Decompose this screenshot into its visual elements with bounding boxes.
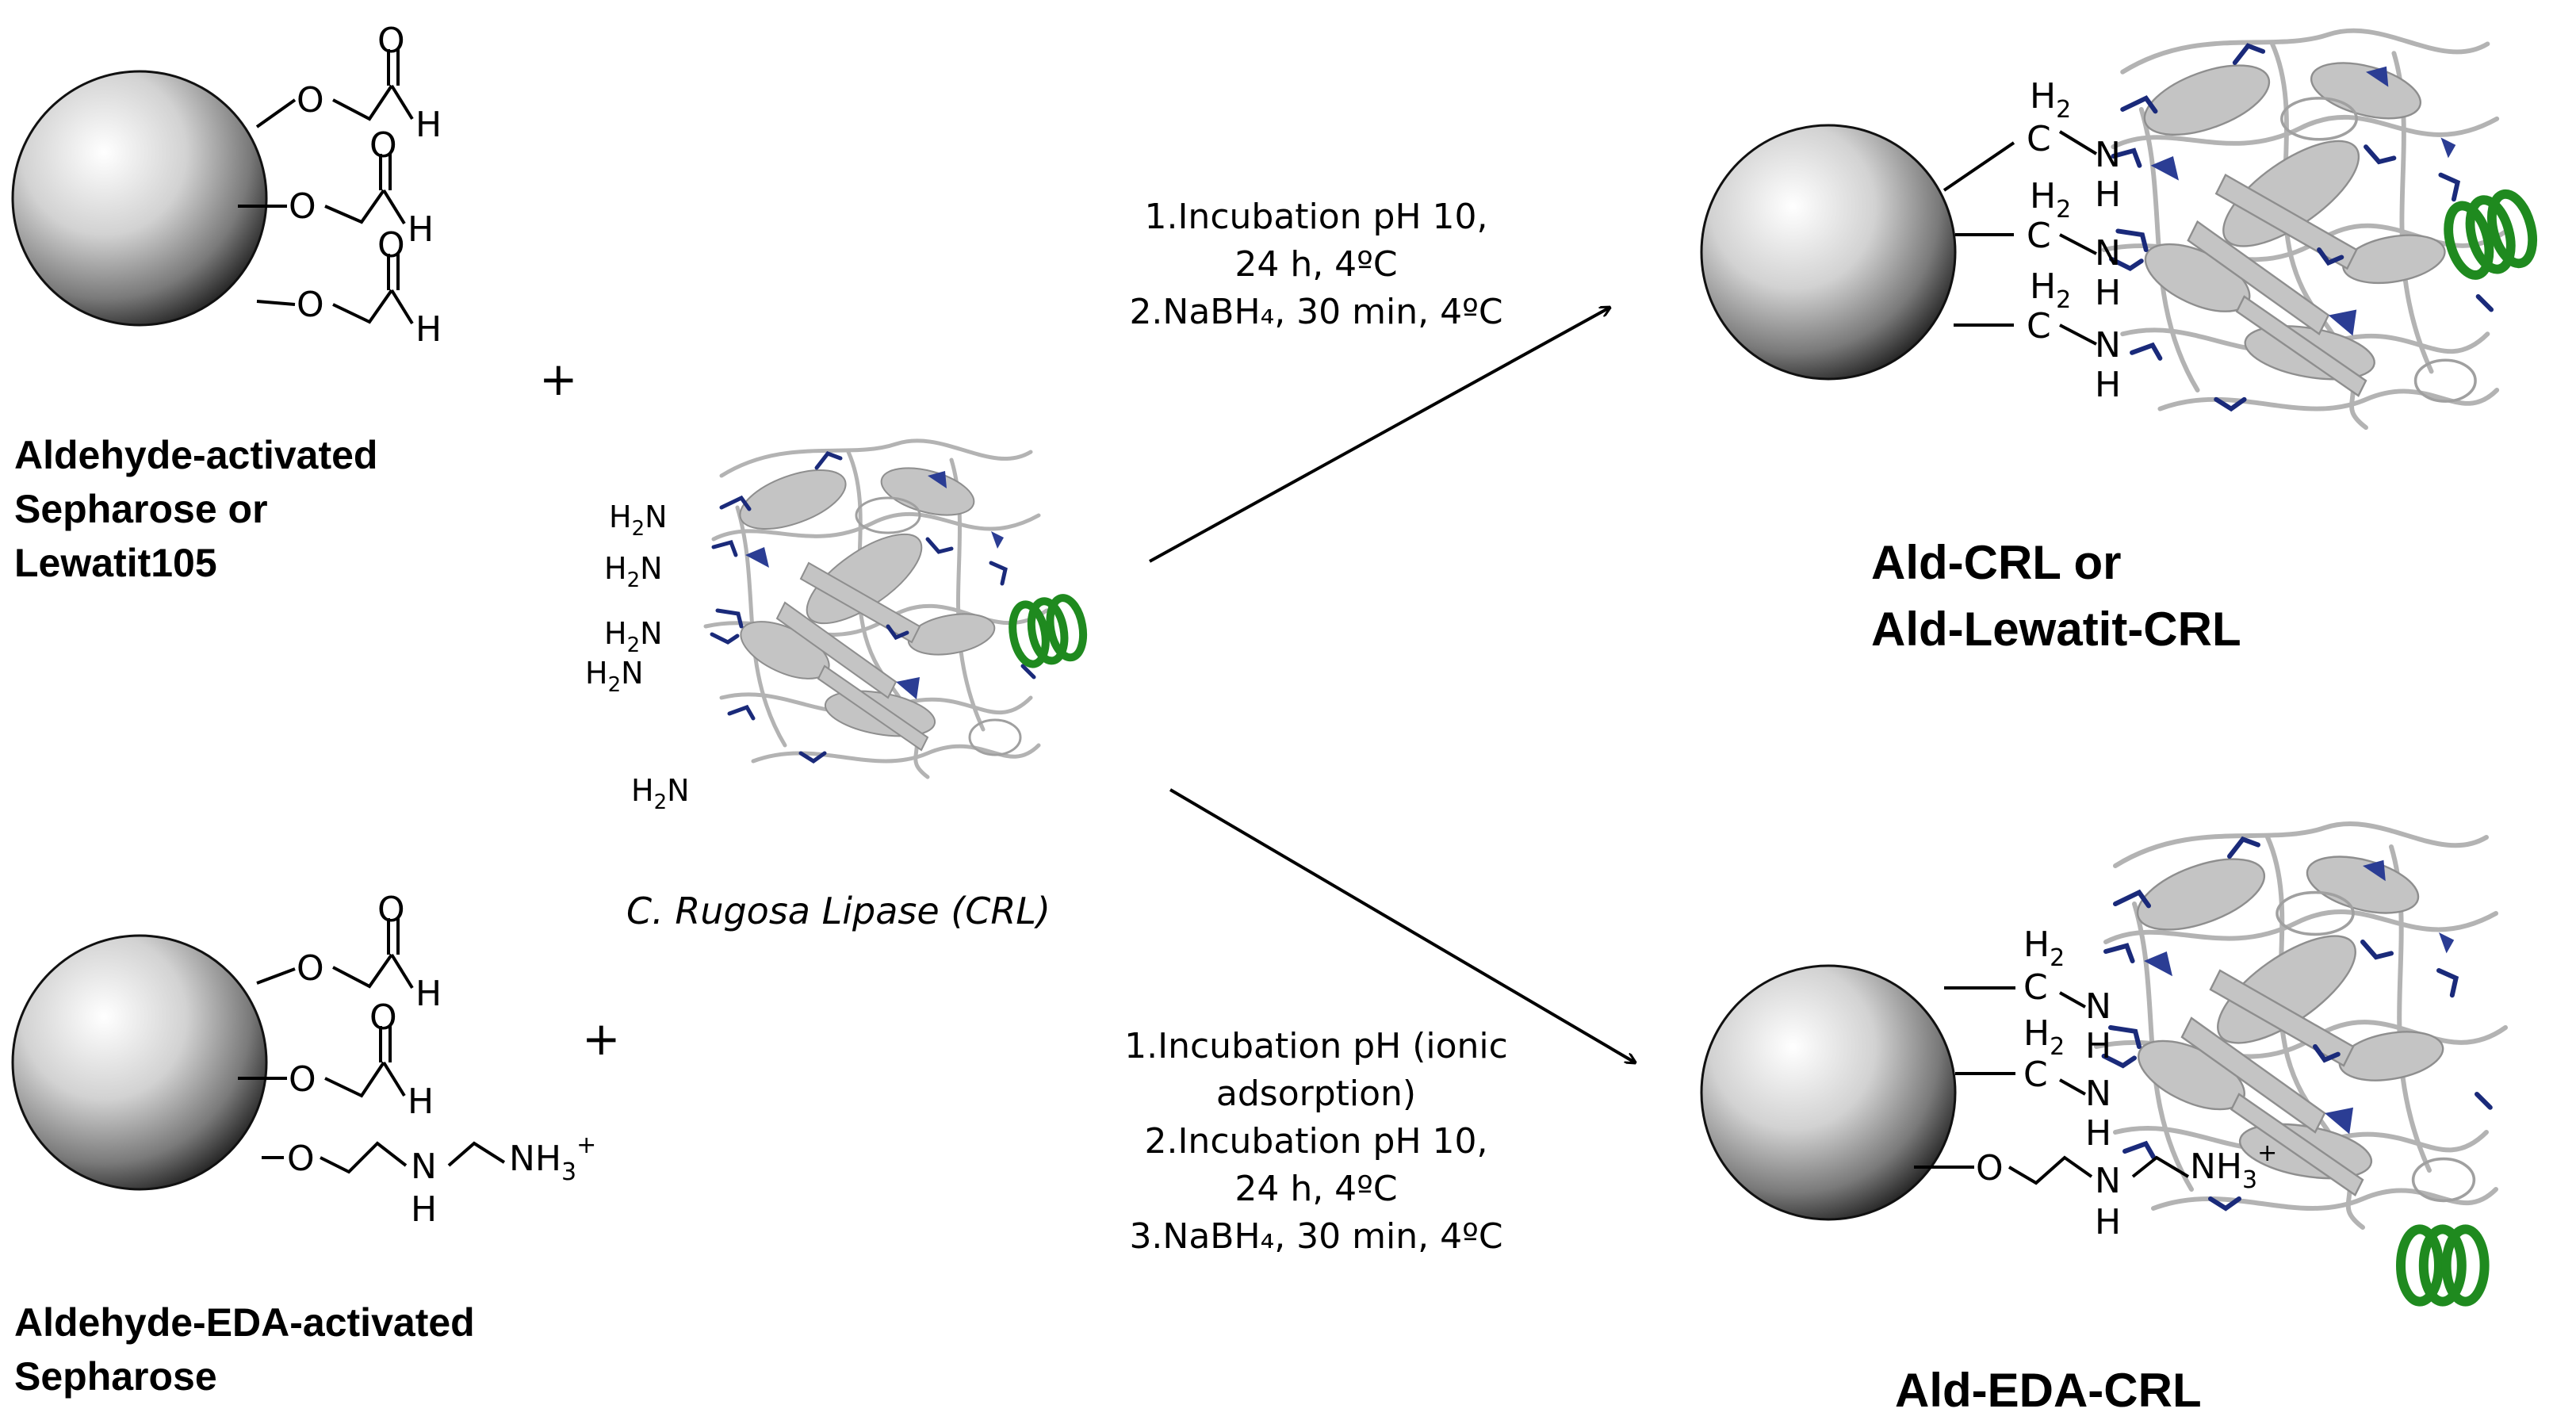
- svg-text:O: O: [297, 285, 324, 325]
- svg-text:O: O: [369, 125, 397, 166]
- product-enzyme-top: [2104, 31, 2540, 428]
- svg-text:H: H: [415, 105, 442, 145]
- svg-text:H: H: [415, 309, 442, 350]
- label-aldehyde-eda-support: Aldehyde-EDA-activated Sepharose: [14, 1300, 475, 1399]
- eda-atoms: O O H O O H O N H NH3+: [287, 890, 596, 1230]
- svg-text:H2N: H2N: [631, 773, 690, 814]
- label-ald-crl: Ald-CRL or Ald-Lewatit-CRL: [1871, 536, 2241, 656]
- svg-text:C: C: [2023, 1055, 2048, 1095]
- svg-text:N: N: [2085, 986, 2111, 1027]
- svg-text:O: O: [1976, 1148, 2004, 1189]
- svg-text:H: H: [2085, 1113, 2111, 1154]
- conditions-top-line1: 1.Incubation pH 10,: [1144, 197, 1488, 237]
- enzyme-amino-groups: H2N H2N H2N H2N H2N: [585, 500, 690, 814]
- svg-text:N: N: [2095, 1161, 2121, 1201]
- svg-text:H2: H2: [2023, 1013, 2065, 1061]
- svg-text:H: H: [2095, 365, 2121, 405]
- support-bead-aldehyde: [11, 70, 268, 327]
- arrow-to-ald-crl: [1149, 308, 1610, 563]
- svg-text:H: H: [2095, 273, 2121, 313]
- arrow-to-ald-eda-crl: [1169, 788, 1635, 1062]
- svg-text:H: H: [2085, 1026, 2111, 1066]
- svg-text:H2N: H2N: [585, 656, 644, 697]
- svg-text:H: H: [408, 209, 434, 250]
- svg-text:N: N: [411, 1146, 437, 1187]
- product-linkers-top: [1943, 130, 2098, 346]
- svg-text:N: N: [2095, 135, 2121, 175]
- svg-text:O: O: [289, 1059, 316, 1100]
- conditions-bottom-line2: adsorption): [1215, 1074, 1417, 1114]
- svg-text:O: O: [289, 186, 316, 227]
- svg-text:O: O: [287, 1139, 315, 1179]
- svg-text:H2: H2: [2030, 76, 2071, 124]
- svg-text:NH3+: NH3+: [2190, 1139, 2277, 1194]
- conditions-bottom-line3: 2.Incubation pH 10,: [1144, 1121, 1488, 1162]
- svg-text:NH3+: NH3+: [509, 1131, 596, 1186]
- aldehyde-arms-top: [238, 49, 414, 325]
- conditions-bottom: 1.Incubation pH (ionic adsorption) 2.Inc…: [1110, 1023, 1522, 1261]
- svg-text:H2N: H2N: [604, 616, 663, 657]
- svg-text:O: O: [297, 80, 324, 121]
- aldehyde-eda-arms: [238, 918, 506, 1174]
- svg-text:H: H: [415, 974, 442, 1014]
- svg-text:H: H: [2095, 1202, 2121, 1242]
- svg-text:O: O: [297, 948, 324, 989]
- svg-text:N: N: [2095, 233, 2121, 274]
- svg-text:N: N: [2085, 1074, 2111, 1114]
- svg-text:C: C: [2027, 306, 2051, 346]
- support-bead-eda: [11, 934, 268, 1191]
- conditions-top: 1.Incubation pH 10, 24 h, 4ºC 2.NaBH₄, 3…: [1110, 193, 1522, 336]
- plus-sign-top: +: [539, 352, 578, 406]
- svg-text:O: O: [369, 997, 397, 1038]
- conditions-top-line2: 24 h, 4ºC: [1234, 244, 1398, 285]
- svg-text:H2N: H2N: [609, 500, 668, 541]
- product-bead-bottom: [1700, 964, 1957, 1221]
- plus-sign-bottom: +: [582, 1012, 621, 1066]
- svg-text:N: N: [2095, 325, 2121, 366]
- svg-text:O: O: [377, 890, 405, 930]
- svg-text:H2: H2: [2023, 924, 2065, 972]
- svg-text:H2N: H2N: [604, 551, 663, 592]
- enzyme-name: C. Rugosa Lipase (CRL): [626, 890, 1051, 932]
- product-enzyme-bottom: [2096, 824, 2505, 1302]
- label-aldehyde-support: Aldehyde-activated Sepharose or Lewatit1…: [14, 433, 378, 585]
- svg-text:H: H: [2095, 174, 2121, 215]
- svg-text:C: C: [2023, 967, 2048, 1008]
- product-linkers-bottom: [1914, 986, 2190, 1185]
- conditions-bottom-line5: 3.NaBH₄, 30 min, 4ºC: [1129, 1216, 1503, 1257]
- product-atoms-bottom: H2 C N H H2 C N H O N H NH3+: [1976, 924, 2277, 1242]
- conditions-top-line3: 2.NaBH₄, 30 min, 4ºC: [1129, 292, 1503, 332]
- product-bead-top: [1700, 124, 1957, 381]
- conditions-bottom-line1: 1.Incubation pH (ionic: [1124, 1026, 1508, 1066]
- label-ald-eda-crl: Ald-EDA-CRL: [1895, 1364, 2202, 1417]
- svg-text:O: O: [377, 225, 405, 266]
- svg-text:H: H: [411, 1189, 437, 1230]
- svg-text:C: C: [2027, 119, 2051, 159]
- svg-text:H: H: [408, 1081, 434, 1122]
- crl-enzyme-structure: [706, 441, 1088, 777]
- aldehyde-atoms-top: O O H O O H O O H: [289, 21, 442, 350]
- conditions-bottom-line4: 24 h, 4ºC: [1234, 1169, 1398, 1209]
- svg-text:C: C: [2027, 216, 2051, 256]
- svg-text:O: O: [377, 21, 405, 61]
